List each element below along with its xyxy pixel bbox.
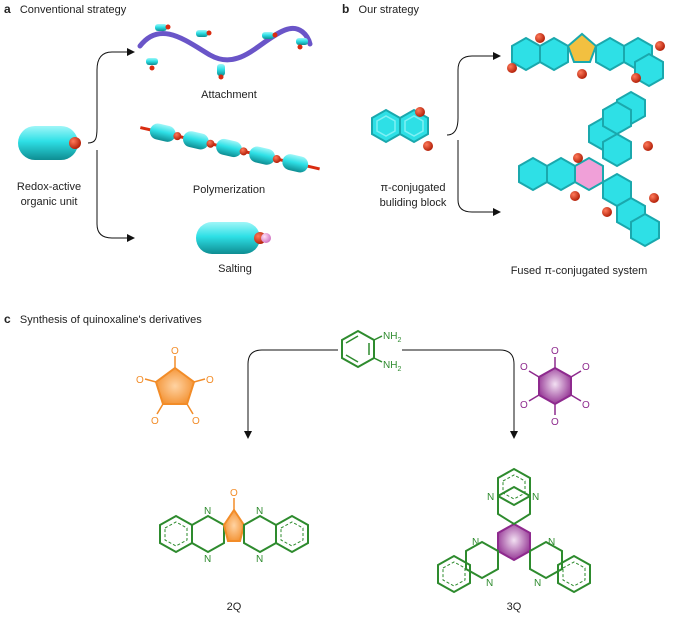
nh2-top-label: NH2 [383, 331, 401, 344]
fused-hexagon-molecule [518, 90, 660, 248]
polymerization-label: Polymerization [192, 184, 266, 196]
panel-b-letter: b [342, 2, 350, 16]
panel-b-branch-arrows [446, 52, 501, 216]
polymer-chain [139, 123, 320, 173]
oxygen-label: O [582, 400, 590, 411]
product-2q-molecule: O N N N N [159, 488, 309, 565]
oxygen-label: O [206, 375, 214, 386]
panel-a-header: a Conventional strategy [4, 2, 126, 17]
nitrogen-label: N [256, 554, 263, 565]
pendant-unit [296, 38, 308, 50]
product-3q-molecule: N N N N N N [437, 467, 591, 594]
building-block-label-line2: buliding block [379, 197, 447, 209]
cyclopentanepentone-molecule: O O O O O [136, 346, 214, 427]
cyclohexanehexone-molecule: O O O O O O [520, 346, 590, 428]
oxygen-label: O [520, 362, 528, 373]
oxygen-label: O [551, 417, 559, 428]
pendant-unit [146, 58, 158, 71]
oxygen-label: O [551, 346, 559, 357]
panel-c-header: c Synthesis of quinoxaline's derivatives [4, 312, 202, 327]
nitrogen-label: N [472, 537, 479, 548]
oxygen-label: O [520, 400, 528, 411]
oxygen-label: O [192, 416, 200, 427]
nitrogen-label: N [532, 492, 539, 503]
oxygen-label: O [230, 488, 238, 499]
nitrogen-label: N [548, 537, 555, 548]
attachment-helix [137, 24, 313, 80]
product-3q-label: 3Q [506, 601, 522, 613]
fused-pentagon-molecule [507, 32, 665, 88]
oxygen-label: O [151, 416, 159, 427]
panel-c-title: Synthesis of quinoxaline's derivatives [19, 314, 202, 326]
oxygen-label: O [136, 375, 144, 386]
nitrogen-label: N [204, 506, 211, 517]
panel-a-letter: a [4, 2, 11, 16]
redox-unit-label-line2: organic unit [20, 196, 78, 208]
pendant-unit [196, 30, 212, 37]
synthesis-arrows [244, 349, 518, 439]
building-block-label-line1: π-conjugated [380, 182, 446, 194]
oxygen-label: O [582, 362, 590, 373]
panel-a-title: Conventional strategy [19, 4, 127, 16]
redox-unit-label-line1: Redox-active [16, 181, 82, 193]
nh2-bottom-label: NH2 [383, 360, 401, 373]
nitrogen-label: N [487, 492, 494, 503]
nitrogen-label: N [486, 578, 493, 589]
attachment-label: Attachment [201, 89, 257, 101]
redox-unit-capsule [18, 126, 81, 160]
nitrogen-label: N [534, 578, 541, 589]
panel-c-letter: c [4, 312, 11, 326]
diamine-molecule: NH2 NH2 [341, 329, 401, 373]
nitrogen-label: N [256, 506, 263, 517]
oxygen-label: O [171, 346, 179, 357]
building-block-molecule [371, 107, 433, 151]
fused-system-label: Fused π-conjugated system [510, 265, 648, 277]
pendant-unit [217, 64, 225, 80]
panel-b-title: Our strategy [358, 4, 420, 16]
nitrogen-label: N [204, 554, 211, 565]
panel-b-header: b Our strategy [342, 2, 419, 17]
salting-label: Salting [218, 263, 252, 275]
product-2q-label: 2Q [226, 601, 242, 613]
pendant-unit [155, 24, 171, 31]
pendant-unit [262, 32, 278, 39]
panel-a-branch-arrows [87, 48, 135, 242]
salting-capsule [196, 222, 271, 254]
